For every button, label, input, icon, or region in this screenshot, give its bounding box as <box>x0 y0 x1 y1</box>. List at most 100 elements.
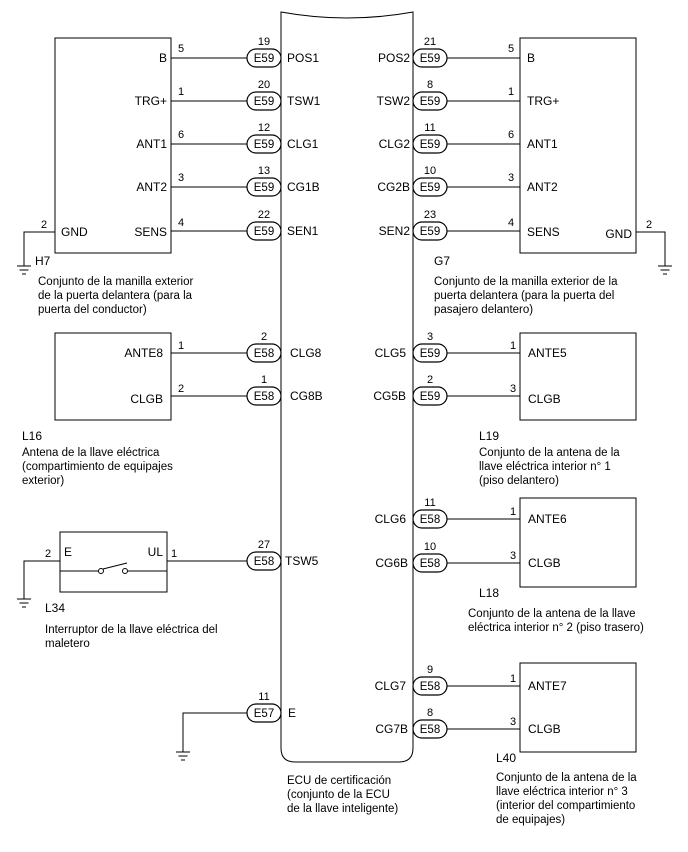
ground-icon <box>17 265 31 275</box>
svg-text:4: 4 <box>508 217 514 229</box>
svg-text:GND: GND <box>61 225 88 239</box>
svg-text:Conjunto de la manilla exterio: Conjunto de la manilla exterior de la <box>434 276 618 288</box>
svg-text:6: 6 <box>178 129 184 141</box>
svg-text:Conjunto de la antena de la: Conjunto de la antena de la <box>496 772 637 784</box>
pin-label: E <box>288 706 296 720</box>
switch-icon <box>60 562 167 574</box>
ecu-left-pin-cg8b: E58 1 CG8B <box>171 374 323 406</box>
pin-label: CG6B <box>375 556 408 570</box>
pin-number: 19 <box>258 36 270 48</box>
svg-text:de la llave inteligente): de la llave inteligente) <box>287 803 398 815</box>
ecu-left-pin-pos1: E59 19 POS1 <box>171 36 319 68</box>
component-l18: ANTE6 1 CLGB 3 L18 Conjunto de la antena… <box>468 497 644 634</box>
pin-number: 9 <box>427 664 433 676</box>
svg-text:SENS: SENS <box>134 225 167 239</box>
svg-text:3: 3 <box>510 383 516 395</box>
svg-text:ANT2: ANT2 <box>527 180 558 194</box>
svg-text:CLGB: CLGB <box>528 556 561 570</box>
svg-text:1: 1 <box>178 340 184 352</box>
svg-text:puerta delantera (para la puer: puerta delantera (para la puerta del <box>434 290 614 302</box>
svg-text:Conjunto de la antena de la: Conjunto de la antena de la <box>479 447 620 459</box>
svg-text:TRG+: TRG+ <box>135 94 167 108</box>
svg-text:1: 1 <box>510 506 516 518</box>
svg-text:ANT1: ANT1 <box>527 137 558 151</box>
ecu-right-pin-clg2: E59 11 CLG2 <box>379 122 520 154</box>
pin-number: 2 <box>261 331 267 343</box>
svg-text:CLGB: CLGB <box>130 392 163 406</box>
component-l34: 2 1 E UL L34 Interruptor de la llave elé… <box>17 531 218 650</box>
pin-label: SEN1 <box>287 224 319 238</box>
pin-label: CLG1 <box>287 137 319 151</box>
pin-label: TSW5 <box>285 554 319 568</box>
component-id: L19 <box>479 429 499 443</box>
svg-text:UL: UL <box>148 545 164 559</box>
pin-label: CLG7 <box>375 679 407 693</box>
svg-text:ECU de certificación: ECU de certificación <box>287 775 391 787</box>
connector-code: E58 <box>420 514 440 526</box>
pin-number: 23 <box>424 209 436 221</box>
pin-label: TSW2 <box>377 94 411 108</box>
svg-text:de la puerta delantera (para l: de la puerta delantera (para la <box>38 290 193 302</box>
svg-text:ANT1: ANT1 <box>136 137 167 151</box>
pin-label: CG5B <box>373 389 406 403</box>
svg-text:SENS: SENS <box>527 225 560 239</box>
svg-text:2: 2 <box>41 219 47 231</box>
svg-text:(interior del compartimiento: (interior del compartimiento <box>496 800 635 812</box>
pin-number: 8 <box>427 79 433 91</box>
svg-text:CLGB: CLGB <box>528 392 561 406</box>
svg-text:TRG+: TRG+ <box>527 94 559 108</box>
component-id: L34 <box>45 601 65 615</box>
ecu-right-pin-clg5: E59 3 CLG5 <box>375 331 520 363</box>
connector-code: E59 <box>420 139 440 151</box>
connector-code: E58 <box>420 681 440 693</box>
svg-text:1: 1 <box>510 340 516 352</box>
svg-text:1: 1 <box>510 673 516 685</box>
pin-number: 11 <box>258 691 269 703</box>
component-l16: ANTE8 1 CLGB 2 L16 Antena de la llave el… <box>22 332 184 487</box>
svg-text:1: 1 <box>508 86 514 98</box>
connector-code: E59 <box>420 96 440 108</box>
ecu-right-pin-cg2b: E59 10 CG2B <box>377 165 520 197</box>
pin-number: 21 <box>424 36 436 48</box>
connector-code: E58 <box>420 558 440 570</box>
pin-number: 22 <box>258 209 270 221</box>
svg-text:CLGB: CLGB <box>528 722 561 736</box>
ecu-right-pin-clg7: E58 9 CLG7 <box>375 664 520 696</box>
svg-text:llave eléctrica interior n° 3: llave eléctrica interior n° 3 <box>496 786 628 798</box>
pin-label: CLG6 <box>375 512 407 526</box>
svg-text:1: 1 <box>171 548 177 560</box>
ecu-caption: ECU de certificación (conjunto de la ECU… <box>287 775 398 815</box>
ecu-right-pin-tsw2: E59 8 TSW2 <box>377 79 520 111</box>
connector-code: E59 <box>254 96 274 108</box>
connector-code: E59 <box>420 226 440 238</box>
component-h7: B 5 TRG+ 1 ANT1 6 ANT2 3 SENS 4 GND 2 H7… <box>17 37 194 316</box>
svg-text:llave eléctrica interior n° 1: llave eléctrica interior n° 1 <box>479 461 611 473</box>
svg-text:4: 4 <box>178 217 184 229</box>
connector-code: E59 <box>254 139 274 151</box>
svg-text:E: E <box>64 545 72 559</box>
ground-icon <box>658 265 672 275</box>
ecu-left-pin-clg8: E58 2 CLG8 <box>171 331 322 363</box>
svg-text:Conjunto de la antena de la ll: Conjunto de la antena de la llave <box>468 608 636 620</box>
component-id: L16 <box>22 429 42 443</box>
connector-code: E59 <box>420 182 440 194</box>
ecu-right-pin-cg7b: E58 8 CG7B <box>375 707 520 739</box>
connector-code: E59 <box>254 182 274 194</box>
svg-text:5: 5 <box>508 43 514 55</box>
svg-text:3: 3 <box>510 716 516 728</box>
svg-text:1: 1 <box>178 86 184 98</box>
svg-text:B: B <box>527 51 535 65</box>
pin-label: CG2B <box>377 180 410 194</box>
ecu-body <box>280 11 414 763</box>
connector-code: E58 <box>254 556 274 568</box>
svg-text:ANTE5: ANTE5 <box>528 346 567 360</box>
svg-text:(piso delantero): (piso delantero) <box>479 475 559 487</box>
ecu-left-pin-sen1: E59 22 SEN1 <box>171 209 319 241</box>
ecu-right-pin-clg6: E58 11 CLG6 <box>375 497 520 529</box>
component-id: G7 <box>434 254 450 268</box>
pin-number: 12 <box>258 122 270 134</box>
pin-label: CLG8 <box>290 346 322 360</box>
component-g7: B 5 TRG+ 1 ANT1 6 ANT2 3 SENS 4 GND 2 G7… <box>434 37 672 316</box>
svg-text:2: 2 <box>646 219 652 231</box>
